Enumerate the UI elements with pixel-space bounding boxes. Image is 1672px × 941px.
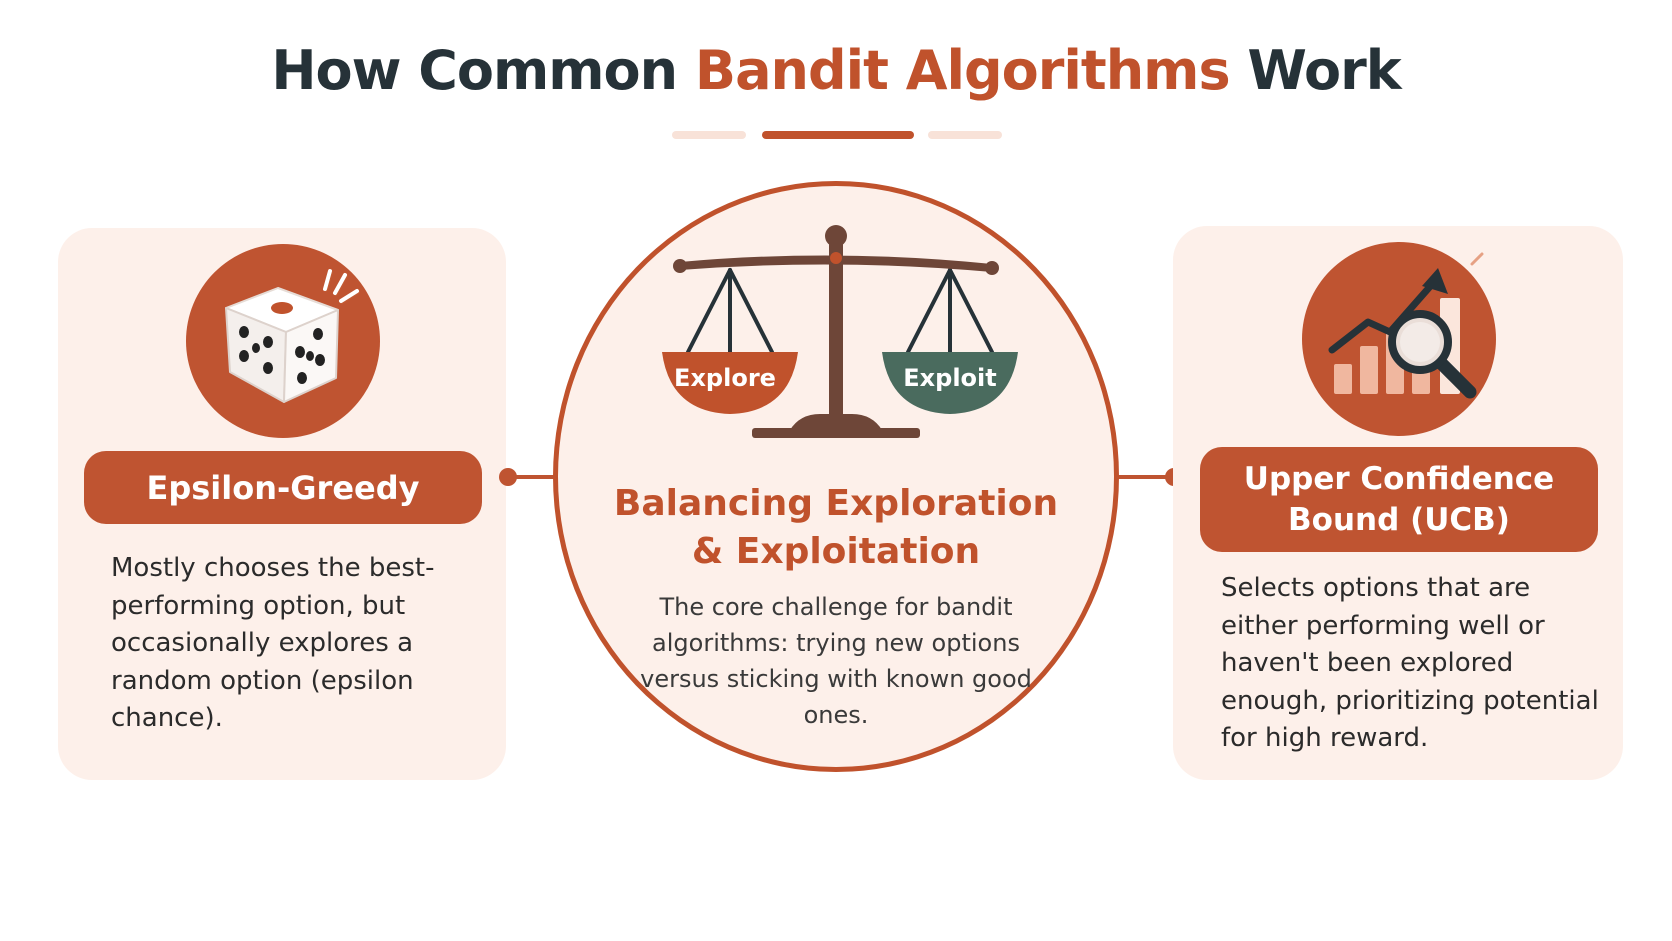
ucb-label-line1: Upper Confidence (1243, 460, 1555, 497)
page-title: How Common Bandit Algorithms Work (0, 34, 1672, 108)
right-connector-line (1118, 475, 1174, 479)
title-divider-center (762, 131, 914, 139)
epsilon-greedy-description: Mostly chooses the best-performing optio… (111, 553, 435, 733)
title-part1: How Common (271, 39, 695, 102)
ucb-description: Selects options that are either performi… (1221, 573, 1599, 753)
center-title-line2: & Exploitation (691, 531, 981, 572)
left-connector-line (506, 475, 556, 479)
dice-icon (225, 269, 360, 403)
title-divider-left (672, 131, 746, 139)
exploit-pan-label: Exploit (903, 364, 997, 392)
epsilon-greedy-label: Epsilon-Greedy (84, 451, 482, 524)
center-title: Balancing Exploration & Exploitation (560, 480, 1112, 576)
ucb-label-line2: Bound (UCB) (1288, 501, 1510, 538)
title-divider-right (928, 131, 1002, 139)
center-description: The core challenge for bandit algorithms… (640, 593, 1032, 729)
explore-pan-label: Explore (674, 364, 776, 392)
chart-magnifier-icon (1328, 252, 1484, 399)
center-title-line1: Balancing Exploration (613, 483, 1059, 524)
left-connector-dot (499, 468, 517, 486)
title-part2: Work (1229, 39, 1401, 102)
title-accent: Bandit Algorithms (694, 39, 1231, 102)
balance-scale-icon (662, 225, 1018, 438)
